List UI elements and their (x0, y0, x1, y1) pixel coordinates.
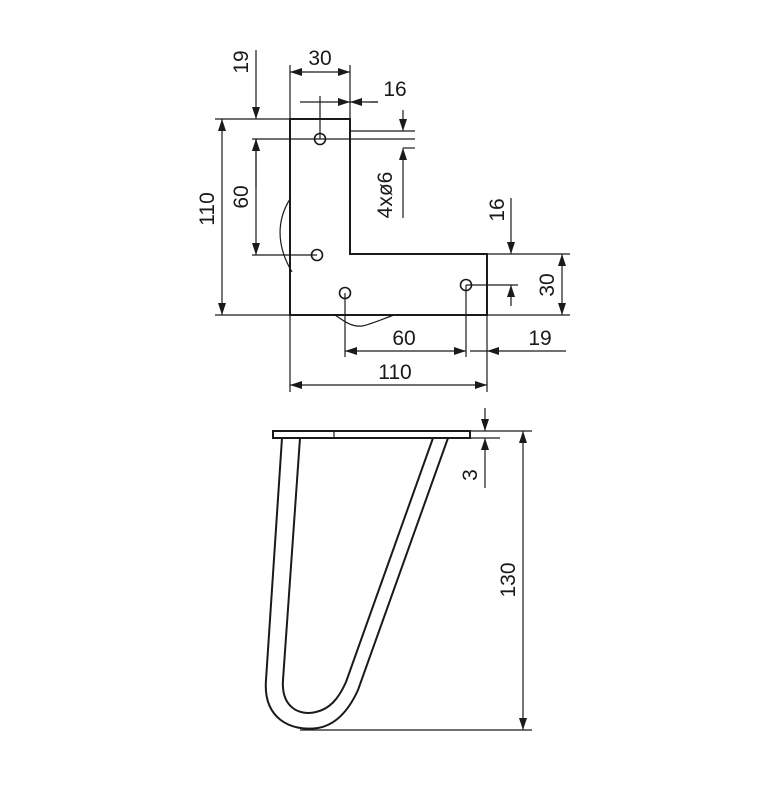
hairpin-rod-outer (264, 437, 449, 730)
dim-width-arm-label: 30 (308, 47, 331, 70)
side-view: 3 130 (264, 408, 532, 731)
dim-height-arm-label: 30 (536, 273, 559, 296)
dim-hole-spacing-horizontal: 60 (345, 327, 466, 355)
dim-right-hole-inset: 16 (486, 198, 515, 306)
dim-height-arm: 30 (536, 254, 566, 315)
dim-width-total: 110 (290, 361, 487, 389)
leg-sketch-bottom (334, 314, 395, 327)
dim-right-offset-label: 19 (528, 327, 551, 350)
dim-hole-inset: 16 (300, 78, 407, 106)
dim-height-total-side-label: 130 (497, 562, 520, 597)
leg-sketch-left (279, 198, 293, 273)
dim-height-total-top: 110 (196, 119, 226, 315)
top-view: 19 30 16 4xø6 60 110 (196, 47, 570, 392)
dim-hole-spacing-vertical-label: 60 (230, 185, 253, 208)
hairpin-rod-inner (281, 437, 434, 714)
dim-hole-spacing-horizontal-label: 60 (392, 327, 415, 350)
dim-width-arm: 30 (290, 47, 350, 76)
dim-hole-inset-label: 16 (383, 78, 406, 101)
dim-hole-spec-label: 4xø6 (374, 172, 397, 219)
dim-hole-spec: 4xø6 (374, 110, 407, 219)
dim-plate-thickness-label: 3 (459, 469, 482, 481)
dim-height-total-top-label: 110 (196, 192, 219, 225)
mounting-plate (272, 430, 471, 439)
dim-hole-spacing-vertical: 60 (230, 139, 260, 255)
dim-width-total-label: 110 (378, 361, 411, 384)
dim-right-hole-inset-label: 16 (486, 198, 509, 221)
dim-right-offset: 19 (470, 327, 566, 355)
dim-height-total-side: 130 (497, 431, 527, 730)
dim-plate-thickness: 3 (459, 408, 489, 488)
dim-top-offset-label: 19 (230, 50, 253, 73)
extension-lines (215, 65, 570, 392)
